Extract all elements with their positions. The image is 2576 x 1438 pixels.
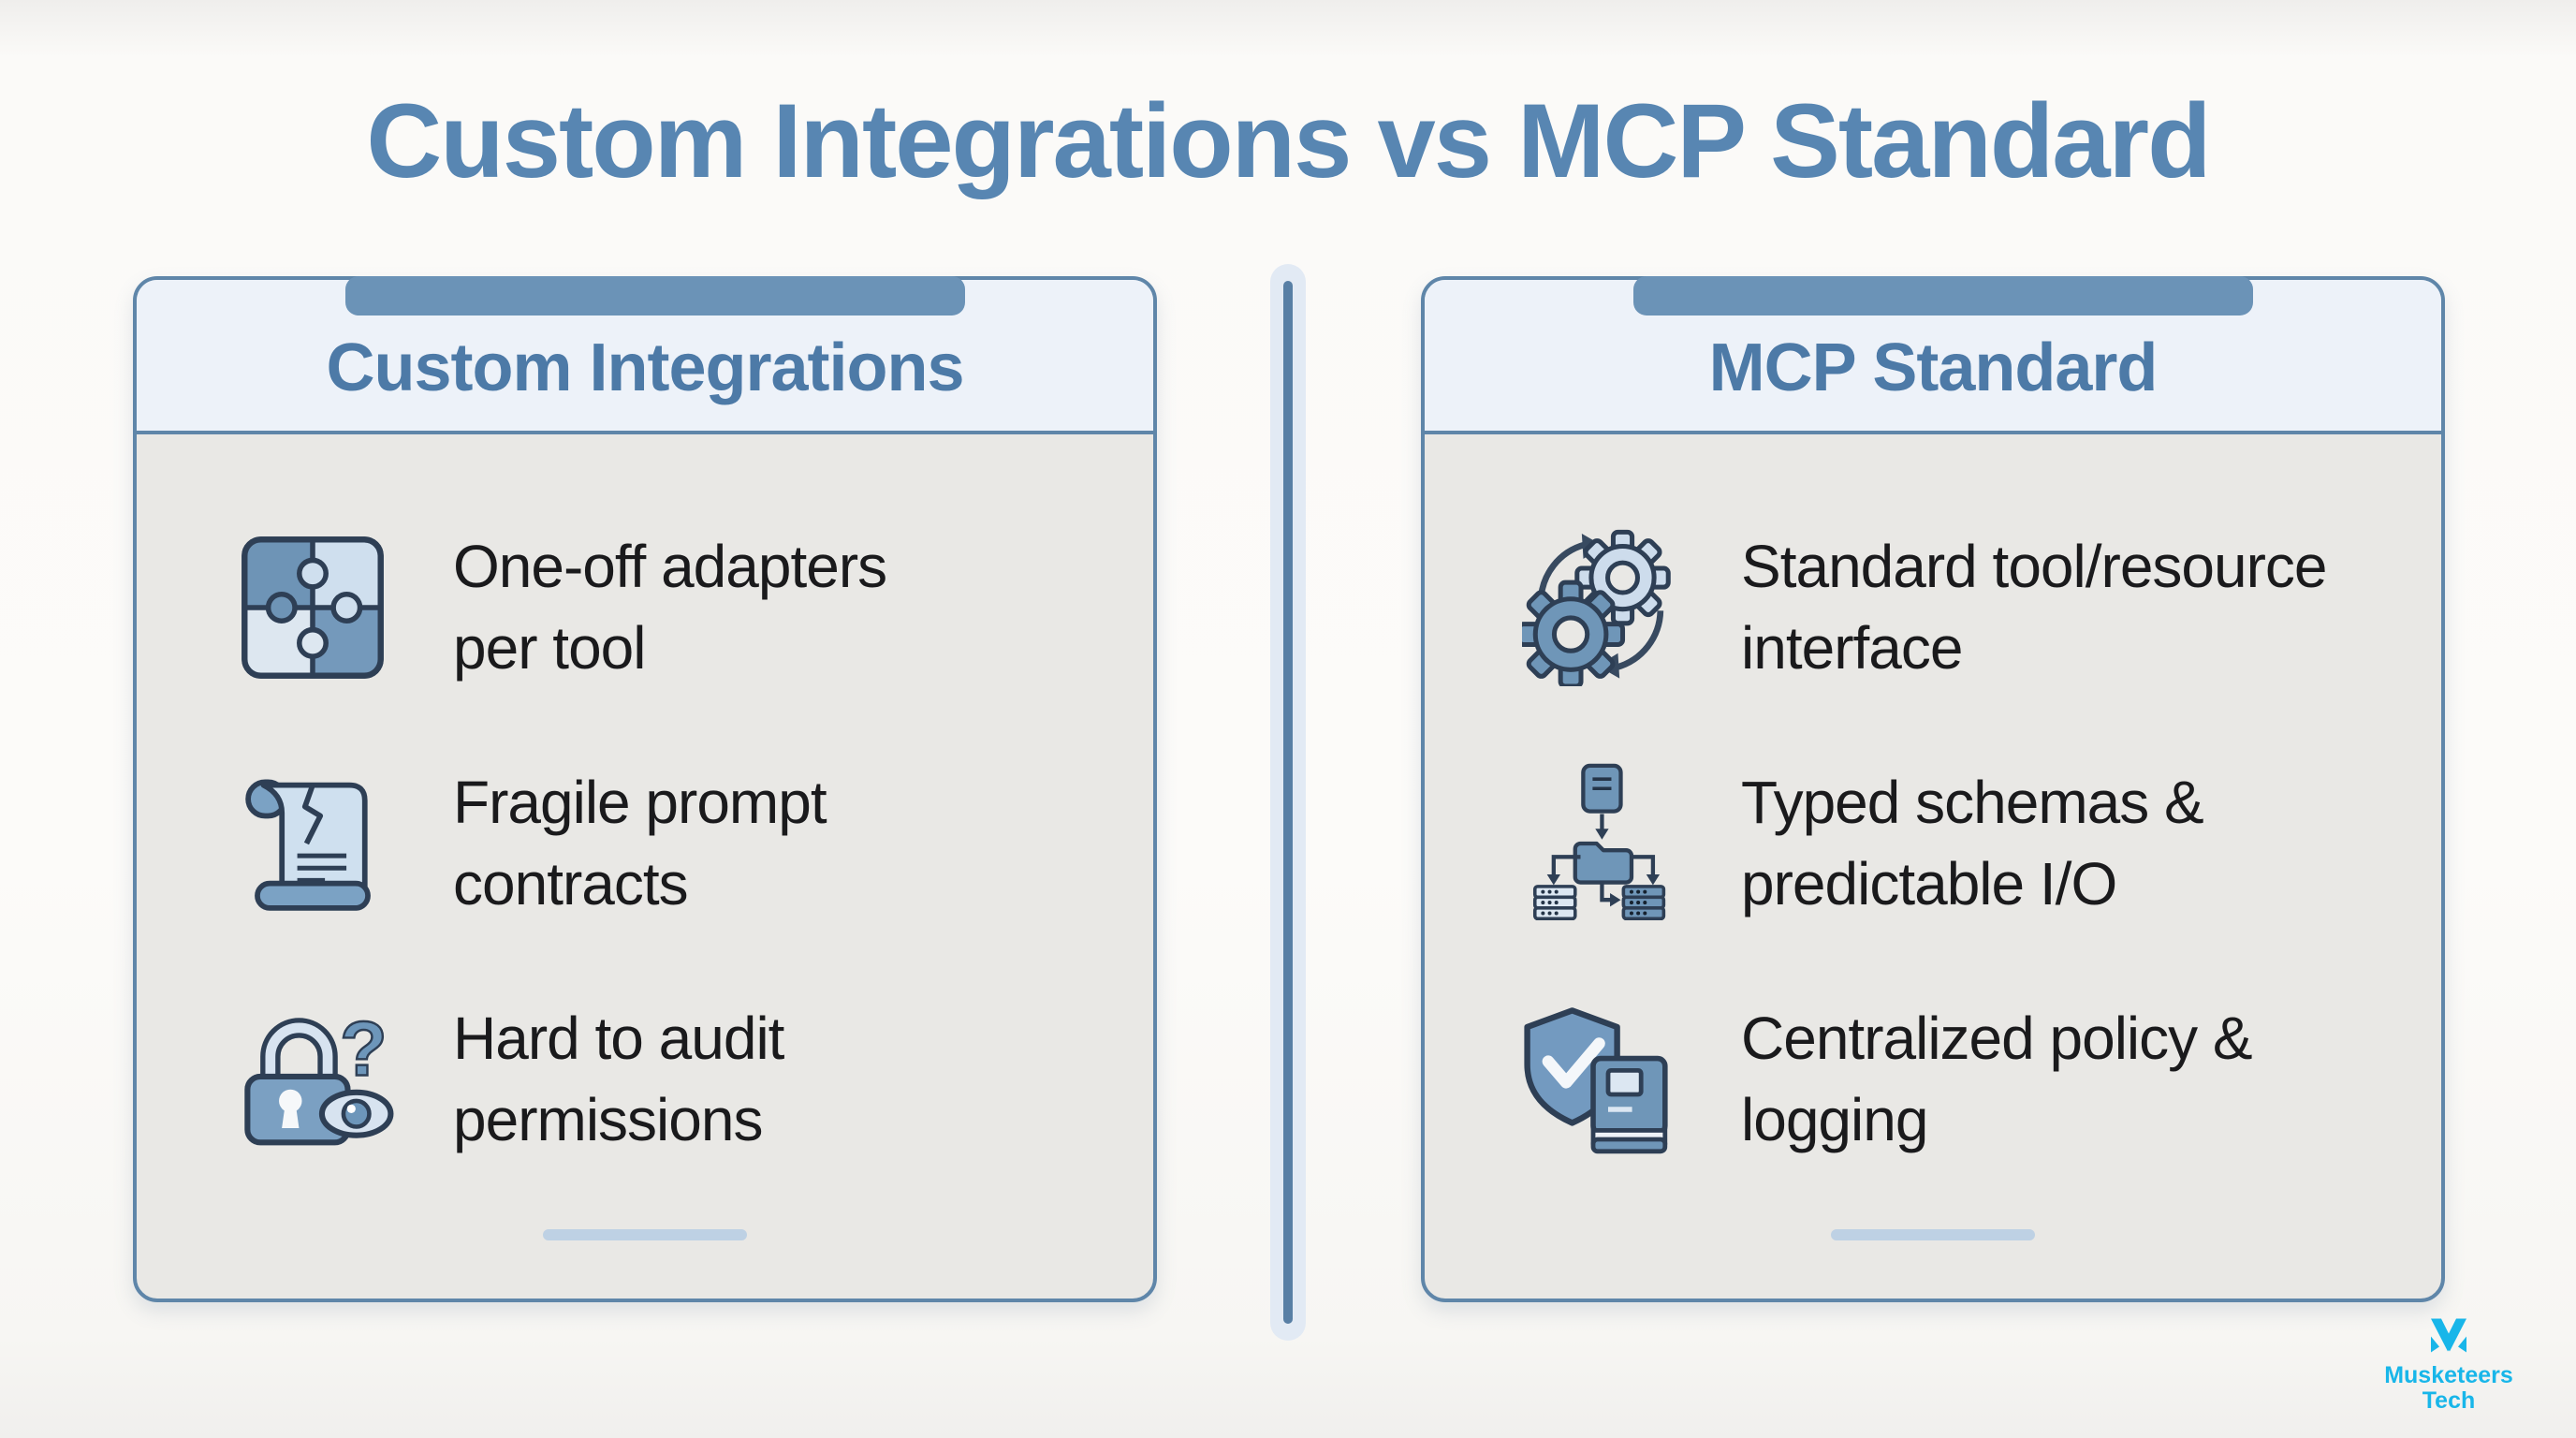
gears-sync-icon — [1518, 528, 1683, 687]
list-item: Standard tool/resource interface — [1518, 528, 2413, 687]
panel-footer-pill — [543, 1229, 747, 1240]
panel-tab — [1632, 276, 2254, 315]
vertical-divider — [1270, 264, 1306, 1341]
panel-footer-pill — [1831, 1229, 2035, 1240]
typed-schema-icon — [1518, 763, 1683, 923]
panel-body: Standard tool/resource interface — [1425, 434, 2441, 1159]
brand-logo-mark-icon — [2431, 1318, 2466, 1353]
list-item: Centralized policy & logging — [1518, 1000, 2413, 1159]
brand-name: Musketeers Tech — [2384, 1362, 2513, 1414]
item-text: Standard tool/resource interface — [1741, 533, 2327, 682]
brand-logo: Musketeers Tech — [2364, 1316, 2533, 1414]
panel-tab — [344, 276, 966, 315]
panel-title: MCP Standard — [1708, 330, 2159, 405]
shield-book-icon — [1518, 1000, 1683, 1159]
vertical-divider-core — [1283, 281, 1293, 1324]
panel-custom-integrations: Custom Integrations One-off ada — [133, 276, 1157, 1302]
list-item: ? Hard to audit permissions — [230, 1000, 1125, 1159]
panel-mcp-standard: MCP Standard — [1421, 276, 2445, 1302]
item-text: Hard to audit permissions — [453, 1005, 784, 1153]
list-item: Fragile prompt contracts — [230, 764, 1125, 923]
page-title: Custom Integrations vs MCP Standard — [366, 82, 2211, 199]
item-text: Fragile prompt contracts — [453, 769, 827, 917]
panel-body: One-off adapters per tool Fragile prompt… — [137, 434, 1153, 1159]
item-text: Typed schemas & predictable I/O — [1741, 769, 2204, 917]
list-item: One-off adapters per tool — [230, 528, 1125, 687]
puzzle-pieces-icon — [230, 528, 395, 687]
item-text: Centralized policy & logging — [1741, 1005, 2253, 1153]
panel-header: MCP Standard — [1425, 280, 2441, 434]
list-item: Typed schemas & predictable I/O — [1518, 763, 2413, 923]
item-text: One-off adapters per tool — [453, 533, 887, 682]
svg-text:?: ? — [340, 1005, 387, 1092]
lock-audit-icon: ? — [230, 1000, 395, 1159]
torn-contract-icon — [230, 764, 395, 923]
panel-title: Custom Integrations — [326, 330, 964, 405]
